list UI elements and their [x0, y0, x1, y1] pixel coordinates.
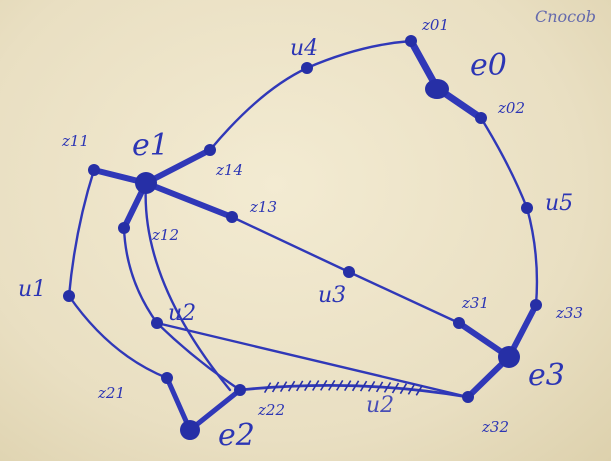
label-u5: u5: [545, 191, 573, 216]
label-z01: z01: [421, 16, 449, 34]
node-e0: [425, 79, 449, 99]
edge-u1: [67, 168, 169, 380]
node-z11: [88, 164, 100, 176]
hatch-stroke: [296, 380, 304, 392]
label-z22: z22: [257, 401, 285, 419]
hatch-stroke: [383, 381, 392, 393]
label-u3: u3: [318, 283, 346, 308]
label-e3: e3: [528, 358, 565, 393]
hatch-stroke: [351, 380, 360, 392]
corner-text: Cnocob: [535, 7, 596, 26]
labels: e0 e1 e2 e3 u1 u2 u3 u4 u5 z01 z02 z11 z…: [18, 16, 583, 453]
node-u4: [301, 62, 313, 74]
edge-z22-z32-crossed: [238, 383, 470, 399]
node-u5: [521, 202, 533, 214]
hatch-stroke: [312, 380, 320, 391]
node-e2: [180, 420, 200, 440]
node-e3: [498, 346, 520, 368]
label-u2: u2: [168, 301, 196, 326]
hatch-stroke: [271, 381, 280, 393]
node-z32: [462, 391, 474, 403]
hatch-stroke: [407, 383, 416, 395]
hatch-stroke: [359, 380, 368, 392]
node-e1: [135, 172, 157, 194]
node-z22: [234, 384, 246, 396]
node-z01: [405, 35, 417, 47]
strike-hatching: [263, 379, 423, 396]
node-z12: [118, 222, 130, 234]
label-u1: u1: [18, 277, 46, 302]
label-e0: e0: [470, 48, 507, 83]
label-z12: z12: [151, 226, 179, 244]
label-z02: z02: [497, 99, 525, 117]
hatch-stroke: [279, 381, 288, 393]
nodes: [63, 35, 542, 440]
hatch-stroke: [399, 383, 408, 395]
hatch-stroke: [367, 380, 376, 392]
label-z11: z11: [61, 132, 89, 150]
label-u4: u4: [290, 36, 318, 61]
hatch-stroke: [263, 382, 272, 394]
label-crossed-u2: u2: [366, 393, 394, 418]
node-z33: [530, 299, 542, 311]
hatch-stroke: [415, 384, 423, 396]
label-z14: z14: [215, 161, 243, 179]
edge-e1-z22: [144, 181, 232, 392]
hatch-stroke: [375, 381, 384, 393]
hatch-stroke: [344, 380, 352, 392]
edge-e3-upper: [456, 302, 539, 362]
label-z32: z32: [481, 418, 509, 436]
hatch-stroke: [287, 380, 296, 392]
hatch-stroke: [304, 380, 312, 392]
edge-e1-z13: [143, 180, 235, 220]
edges: [67, 37, 539, 434]
node-u2: [151, 317, 163, 329]
node-z31: [453, 317, 465, 329]
edge-u2: [155, 321, 470, 399]
label-z13: z13: [249, 198, 277, 216]
node-u3: [343, 266, 355, 278]
label-e2: e2: [218, 418, 255, 453]
label-z31: z31: [461, 294, 489, 312]
hatch-stroke: [336, 379, 344, 391]
label-e1: e1: [132, 128, 169, 163]
label-z21: z21: [97, 384, 125, 402]
hatch-stroke: [391, 382, 400, 394]
node-u1: [63, 290, 75, 302]
node-z21: [161, 372, 173, 384]
hatch-stroke: [328, 379, 336, 391]
node-z13: [226, 211, 238, 223]
hatch-stroke: [320, 379, 328, 391]
edge-e1-z14: [143, 147, 213, 186]
node-z02: [475, 112, 487, 124]
label-z33: z33: [555, 304, 583, 322]
node-z14: [204, 144, 216, 156]
